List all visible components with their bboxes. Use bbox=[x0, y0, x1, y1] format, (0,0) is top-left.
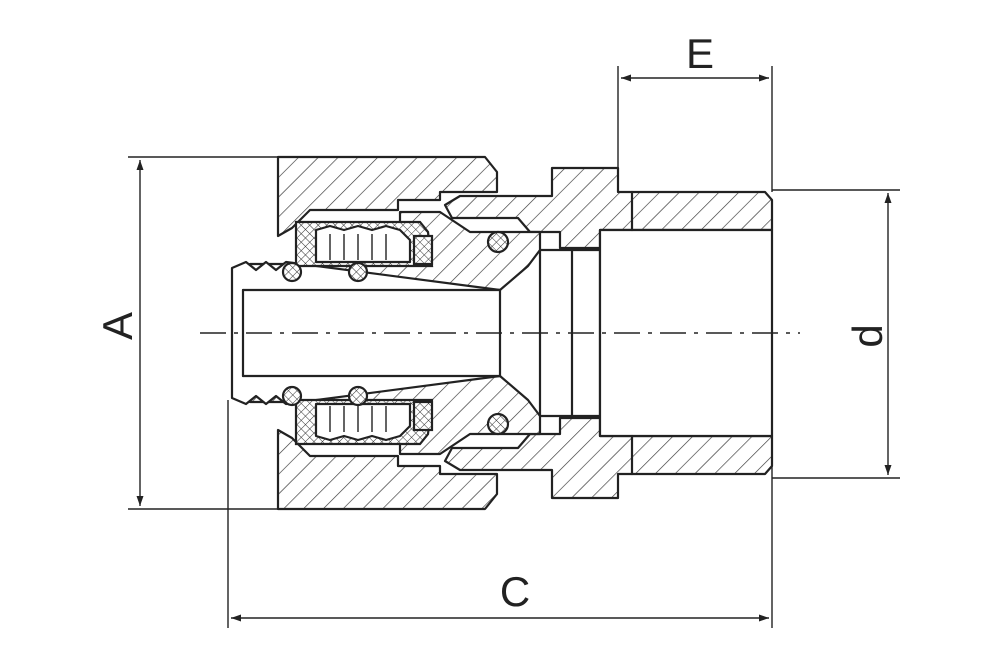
ferrule-bottom bbox=[294, 398, 434, 446]
union-nut-top bbox=[276, 155, 499, 238]
dimension-A-label: A bbox=[94, 312, 141, 340]
ferrule-top bbox=[294, 220, 434, 268]
o-ring-1-top bbox=[281, 261, 303, 283]
o-ring-2-top bbox=[347, 261, 369, 283]
o-ring-3-bottom bbox=[486, 412, 510, 436]
dimension-d-label: d bbox=[844, 324, 891, 347]
dimension-E bbox=[617, 66, 773, 192]
o-ring-2-bottom bbox=[347, 385, 369, 407]
dimension-E-label: E bbox=[686, 30, 714, 77]
pipe-stub bbox=[230, 260, 502, 406]
o-ring-1-bottom bbox=[281, 385, 303, 407]
dimension-d bbox=[772, 189, 900, 479]
dimension-C bbox=[227, 400, 773, 628]
dimension-C-label: C bbox=[500, 568, 530, 615]
dimension-A bbox=[128, 156, 278, 510]
o-ring-3-top bbox=[486, 230, 510, 254]
union-nut-bottom bbox=[276, 428, 499, 511]
